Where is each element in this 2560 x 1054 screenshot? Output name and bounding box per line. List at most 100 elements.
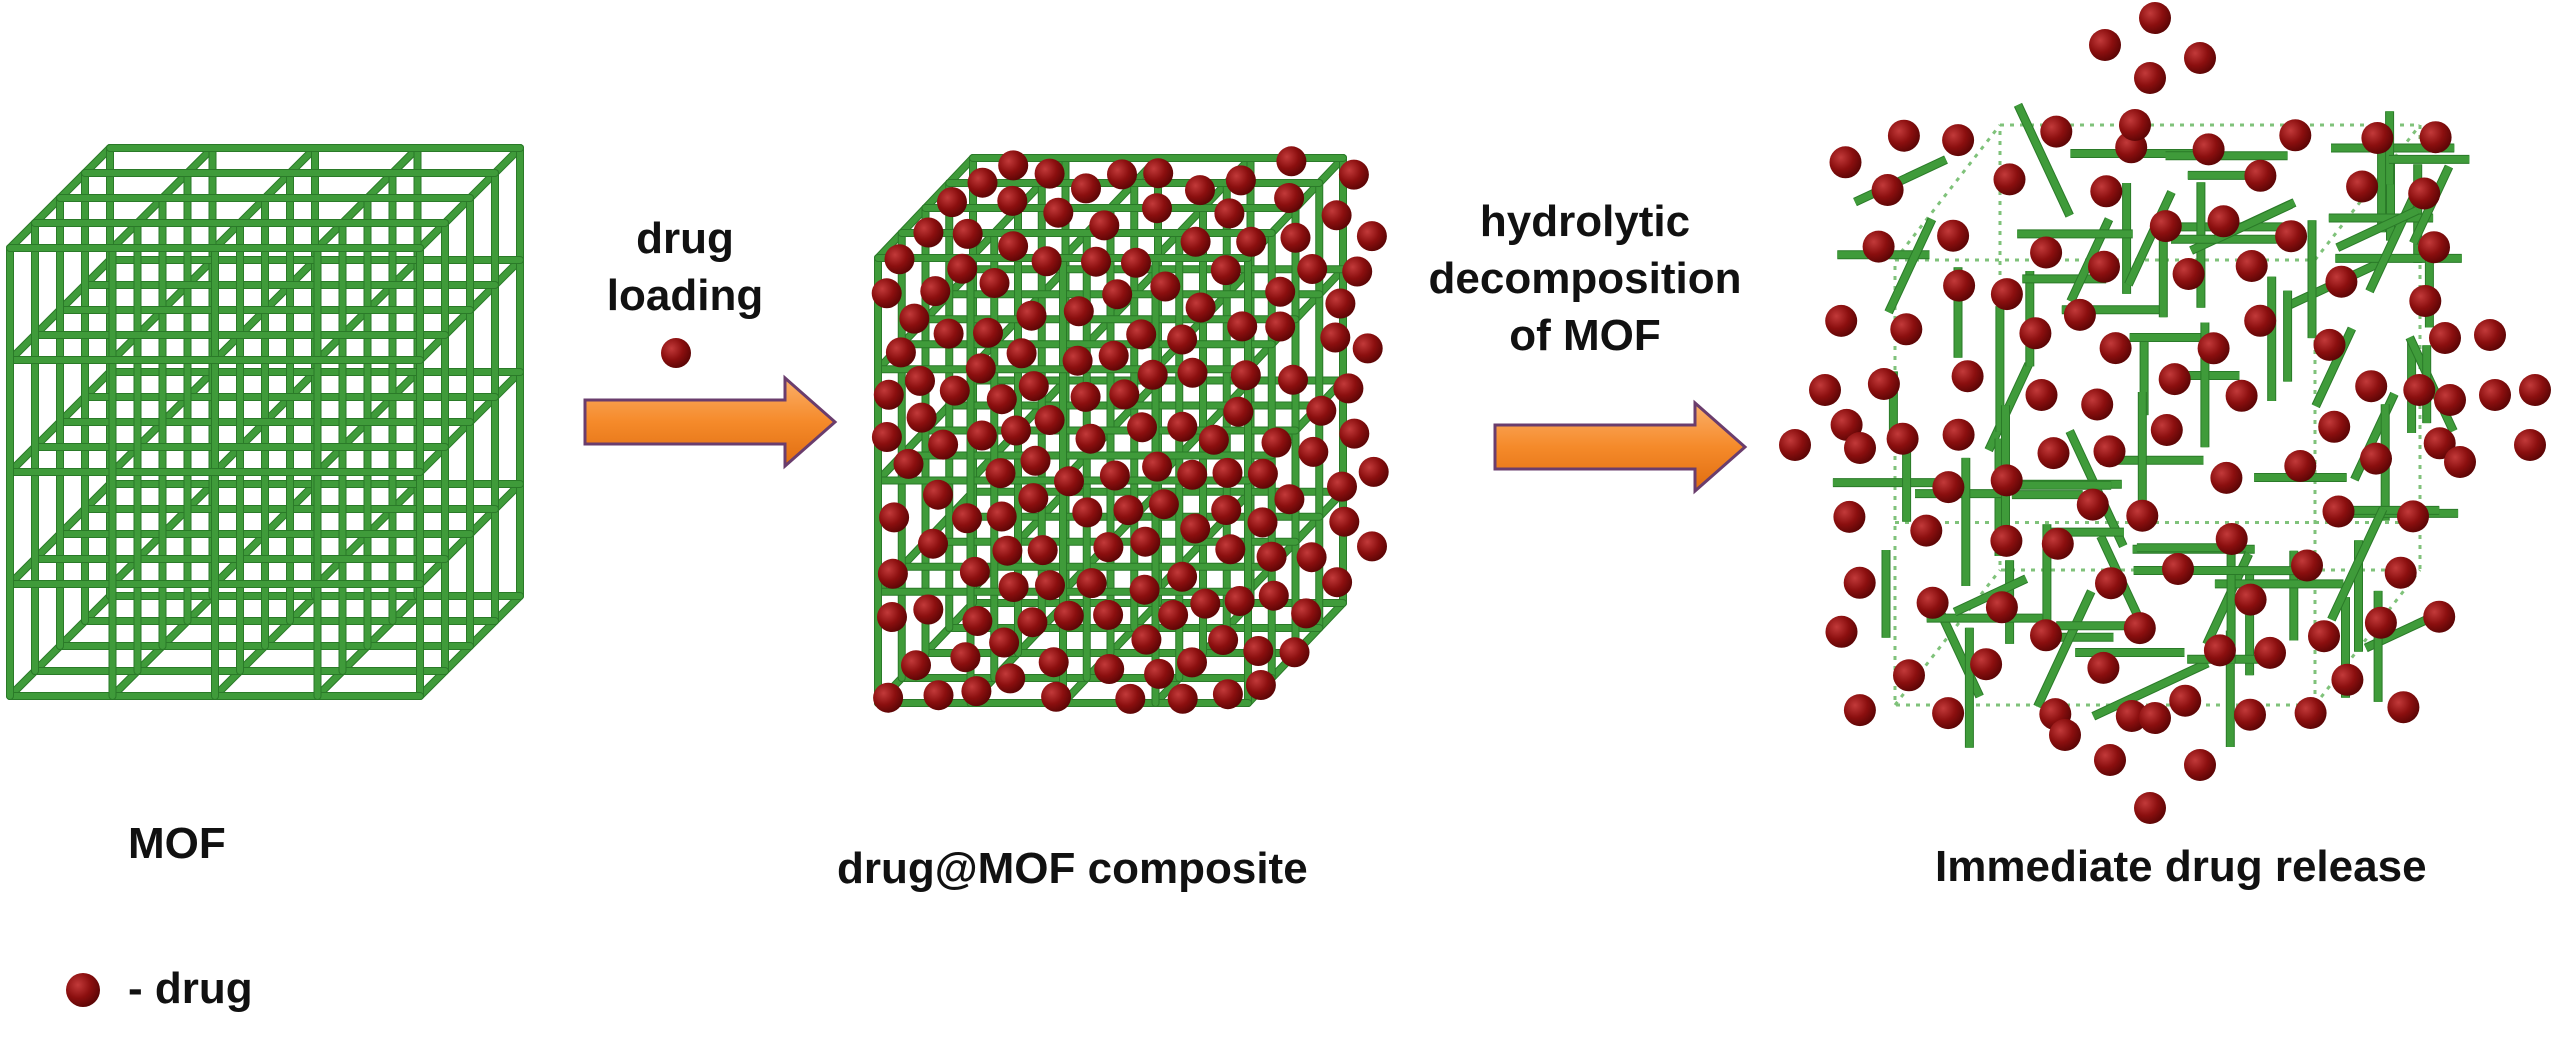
drug-sphere: [871, 422, 902, 452]
drug-sphere: [952, 218, 983, 249]
drug-sphere: [1190, 588, 1221, 619]
drug-sphere: [1167, 683, 1198, 714]
drug-sphere: [885, 337, 916, 368]
decomposition-label: hydrolytic decomposition of MOF: [1415, 193, 1755, 365]
drug-sphere: [1211, 495, 1242, 525]
drug-sphere: [1265, 311, 1296, 342]
drug-sphere: [1356, 221, 1387, 252]
drug-sphere: [1109, 379, 1140, 410]
drug-sphere: [2184, 749, 2216, 781]
drug-sphere: [2210, 461, 2243, 494]
drug-sphere: [959, 556, 990, 587]
drug-sphere: [2049, 719, 2081, 751]
framework-rod: [2328, 507, 2387, 622]
outline-edge: [1893, 124, 2002, 261]
drug-sphere: [1825, 304, 1858, 337]
drug-sphere: [1208, 625, 1239, 655]
drug-sphere: [2387, 691, 2420, 724]
drug-sphere: [1276, 146, 1307, 177]
drug-sphere: [928, 429, 959, 460]
drug-sphere: [2158, 363, 2191, 396]
drug-sphere: [2325, 265, 2358, 298]
drug-sphere: [995, 663, 1026, 694]
drug-sphere: [905, 365, 935, 396]
drug-sphere: [966, 420, 997, 451]
drug-sphere: [1121, 247, 1151, 278]
drug-sphere: [1325, 288, 1356, 319]
framework-rod: [1953, 575, 2028, 616]
drug-sphere: [2134, 792, 2166, 824]
drug-sphere: [2192, 133, 2225, 166]
drug-sphere: [2384, 556, 2417, 589]
drug-sphere: [2418, 231, 2450, 264]
drug-sphere: [1867, 368, 1900, 400]
drug-sphere: [1993, 163, 2026, 196]
drug-sphere: [2139, 702, 2171, 734]
drug-sphere: [893, 448, 924, 479]
drug-sphere: [1210, 255, 1241, 286]
mof-label: MOF: [128, 819, 226, 868]
drug-sphere: [1053, 600, 1084, 631]
drug-sphere: [2275, 220, 2308, 253]
drug-sphere: [1291, 598, 1322, 629]
drug-sphere: [2081, 388, 2114, 421]
drug-sphere: [2514, 429, 2546, 461]
drug-sphere: [1006, 338, 1037, 369]
drug-sphere: [1099, 460, 1130, 491]
drug-sphere: [1990, 524, 2023, 557]
drug-sphere: [1214, 198, 1245, 229]
drug-sphere: [961, 676, 992, 707]
drug-sphere: [1215, 534, 1246, 565]
drug-sphere: [2408, 177, 2441, 210]
drug-sphere: [2197, 332, 2230, 365]
drug-sphere: [1143, 158, 1174, 189]
drug-sphere: [1180, 513, 1211, 544]
drug-sphere: [1338, 159, 1369, 190]
drug-sphere: [2030, 236, 2063, 269]
drug-sphere: [2479, 379, 2511, 411]
outline-back: [1998, 123, 2422, 572]
drug-sphere: [979, 268, 1010, 298]
outline-edge: [1893, 569, 2002, 706]
drug-sphere: [1887, 119, 1920, 152]
drug-sphere: [1886, 422, 1919, 455]
drug-sphere: [2119, 109, 2151, 141]
decomposition-arrow-icon: [1493, 399, 1748, 495]
drug-sphere: [1937, 219, 1970, 252]
drug-sphere: [1298, 436, 1329, 467]
drug-sphere: [2429, 322, 2461, 354]
drug-sphere: [1230, 360, 1261, 391]
loading-arrow-icon: [583, 374, 838, 470]
drug-sphere: [939, 375, 970, 406]
drug-sphere: [1212, 679, 1243, 710]
drug-sphere: [985, 458, 1016, 489]
drug-sphere: [2331, 663, 2364, 696]
decomposition-line2: decomposition: [1428, 254, 1742, 304]
drug-sphere: [1970, 648, 2003, 681]
drug-sphere: [1893, 659, 1925, 692]
loading-drug-icon: [661, 338, 691, 368]
drug-sphere: [877, 558, 908, 589]
decomposition-line3: of MOF: [1509, 311, 1661, 361]
drug-sphere: [1843, 566, 1876, 599]
drug-sphere: [1054, 466, 1084, 497]
framework-rod: [2034, 589, 2095, 709]
drug-sphere: [1274, 484, 1305, 515]
drug-sphere: [2019, 317, 2052, 350]
drug-sphere: [1070, 381, 1101, 412]
drug-sphere: [989, 627, 1020, 658]
drug-sphere: [1034, 405, 1065, 435]
drug-sphere: [1932, 697, 1965, 730]
drug-sphere: [1916, 586, 1949, 619]
drug-sphere: [1150, 271, 1181, 302]
drug-sphere: [1296, 542, 1327, 573]
drug-sphere: [2089, 29, 2121, 61]
legend-drug-icon: [66, 973, 100, 1007]
composite-label: drug@MOF composite: [837, 844, 1308, 893]
drug-sphere: [1833, 500, 1866, 533]
drug-sphere: [2088, 250, 2120, 283]
drug-sphere: [1063, 296, 1094, 327]
framework-rod: [2014, 103, 2073, 218]
drug-sphere: [2284, 450, 2317, 482]
drug-sphere: [1245, 670, 1276, 700]
